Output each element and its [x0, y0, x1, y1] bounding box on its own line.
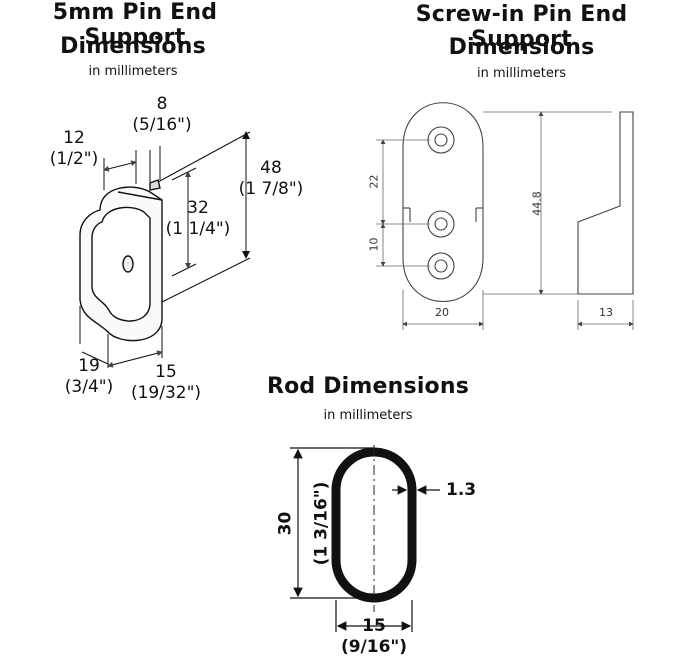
- pin-height-mm: 48: [260, 158, 282, 178]
- rod-width-in: (9/16"): [340, 637, 408, 657]
- rod-height-mm-label: 30: [275, 511, 296, 536]
- pin-support-dimension-lines: [79, 131, 251, 368]
- pin-depth-in: (3/4"): [64, 377, 114, 397]
- pin-base-in: (19/32"): [130, 383, 202, 403]
- pin-depth-mm: 19: [78, 356, 100, 376]
- pin-support-drawing: [79, 179, 163, 342]
- screw-depth-label: 13: [599, 306, 613, 319]
- pin-width-label: 12 (1/2"): [44, 128, 104, 170]
- pin-center-mm: 32: [187, 198, 209, 218]
- pin-center-in: (1 1/4"): [165, 219, 231, 239]
- pin-base-mm: 15: [155, 362, 177, 382]
- pin-height-label: 48 (1 7/8"): [236, 158, 306, 200]
- screw-spacing-lower-label: 10: [367, 237, 381, 252]
- screw-support-title: Screw-in Pin End Support: [415, 2, 628, 52]
- pin-support-unit-note: in millimeters: [88, 64, 178, 79]
- rod-width-mm: 15: [362, 616, 386, 636]
- screw-spacing-upper-label: 22: [367, 174, 381, 189]
- screw-support-title-line2: Dimensions: [448, 35, 595, 60]
- rod-dimension-lines: [290, 447, 440, 632]
- pin-support-title: 5mm Pin End Support: [52, 0, 218, 50]
- screw-height-label: 44.8: [530, 191, 544, 216]
- screw-support-side-view: [577, 111, 634, 295]
- rod-title: Rod Dimensions: [266, 374, 470, 399]
- pin-width-in: (1/2"): [49, 149, 99, 169]
- pin-depth-label: 19 (3/4"): [58, 356, 120, 398]
- rod-cross-section: [331, 445, 417, 612]
- pin-pin-in: (5/16"): [132, 115, 192, 135]
- pin-center-label: 32 (1 1/4"): [160, 198, 236, 240]
- pin-support-title-line2: Dimensions: [60, 34, 206, 59]
- pin-pin-mm: 8: [156, 94, 168, 114]
- rod-wall-label: 1.3: [446, 480, 477, 500]
- screw-support-front-view: [402, 102, 484, 303]
- pin-base-label: 15 (19/32"): [124, 362, 208, 404]
- pin-width-mm: 12: [63, 128, 85, 148]
- pin-height-in: (1 7/8"): [238, 179, 304, 199]
- screw-support-unit-note: in millimeters: [477, 66, 566, 81]
- rod-width-label: 15 (9/16"): [324, 616, 424, 658]
- rod-unit-note: in millimeters: [323, 408, 413, 423]
- pin-pin-label: 8 (5/16"): [122, 94, 202, 136]
- rod-height-in-label: (1 3/16"): [311, 481, 332, 566]
- screw-width-label: 20: [435, 306, 449, 319]
